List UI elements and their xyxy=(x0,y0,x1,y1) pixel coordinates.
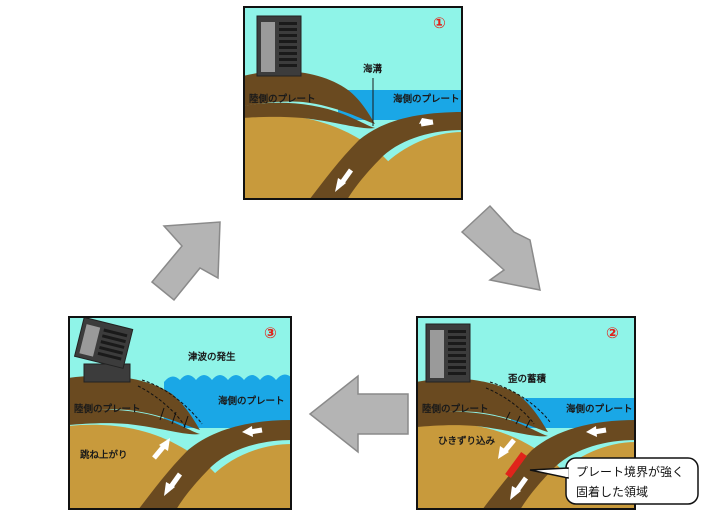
subduction-arrow-icon xyxy=(164,472,183,496)
strain-label: 歪の蓄積 xyxy=(508,373,547,385)
collapsed-building-icon xyxy=(73,316,134,383)
tsunami-label: 津波の発生 xyxy=(188,351,236,363)
land-plate xyxy=(243,71,375,124)
land-plate-label: 陸側のプレート xyxy=(74,403,141,415)
subduction-arrow-icon xyxy=(335,168,354,192)
ocean-plate-label: 海側のプレート xyxy=(393,93,460,105)
plate-motion-arrow-icon xyxy=(242,426,263,437)
land-plate xyxy=(68,375,200,430)
cycle-arrow-3-to-1-icon xyxy=(150,221,221,302)
strain-arrows xyxy=(505,411,531,429)
land-plate-label: 陸側のプレート xyxy=(249,93,316,105)
land-plate xyxy=(416,378,548,432)
plate-motion-arrow-icon xyxy=(586,426,607,437)
uplift-arrows xyxy=(159,407,189,429)
land-plate-label: 陸側のプレート xyxy=(422,403,489,415)
panel-number: ③ xyxy=(264,324,277,342)
building-icon xyxy=(425,323,471,383)
ocean-mantle xyxy=(353,132,463,200)
subduction-arrow-icon xyxy=(510,476,529,500)
rebound-arrow-icon xyxy=(152,438,170,460)
panel-number: ② xyxy=(606,324,619,342)
locked-zone-mark xyxy=(505,451,527,479)
drag-arrow-icon xyxy=(498,438,516,459)
panel-3-tsunami-occurrence: 津波の発生 陸側のプレート 海側のプレート 跳ね上がり ③ xyxy=(68,316,292,510)
building-icon xyxy=(256,15,302,77)
tsunami-wave xyxy=(164,374,292,428)
drag-label: ひきずり込み xyxy=(438,435,496,447)
ocean-plate-label: 海側のプレート xyxy=(218,395,285,407)
panel-number: ① xyxy=(433,14,446,32)
panel-1-normal-state: 海溝 陸側のプレート 海側のプレート ① xyxy=(243,6,463,200)
callout-line-2: 固着した領域 xyxy=(576,484,648,499)
ocean-plate-label: 海側のプレート xyxy=(566,403,633,415)
plate-motion-arrow-icon xyxy=(419,118,434,127)
trench-label: 海溝 xyxy=(363,63,383,75)
ocean-plate xyxy=(138,420,292,510)
cycle-arrow-2-to-3-icon xyxy=(308,374,409,454)
rebound-label: 跳ね上がり xyxy=(80,449,128,461)
cycle-arrow-1-to-2-icon xyxy=(460,204,541,291)
callout-line-1: プレート境界が強く xyxy=(576,464,684,479)
